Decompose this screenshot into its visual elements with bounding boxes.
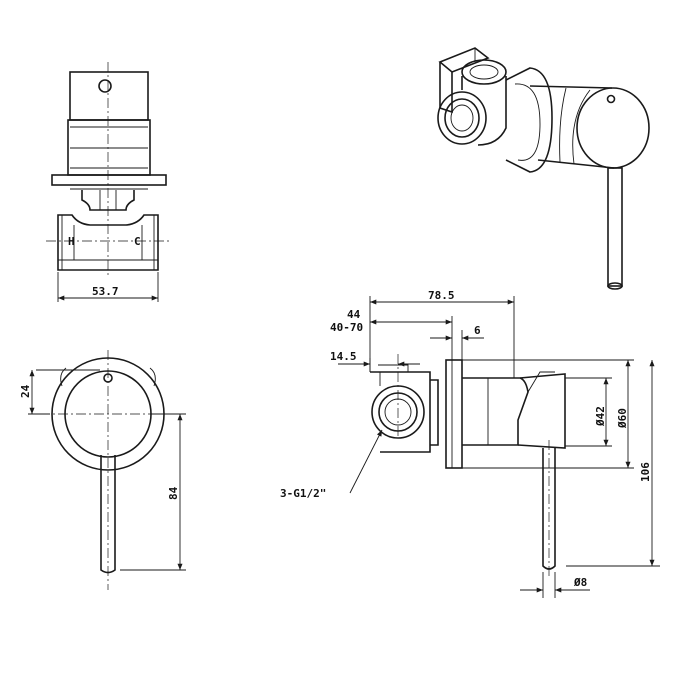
lever-diameter-dimension: Ø8 [573,576,587,589]
thread-callout: 3-G1/2" [280,487,326,500]
lever-length-dimension: 84 [167,486,180,500]
offset-dimension: 24 [19,384,32,398]
body-depth-dimension: 44 [347,308,361,321]
top-view: H C 53.7 [46,62,170,302]
isometric-view [437,47,650,290]
front-view: 24 84 [19,350,186,590]
flange-gap-dimension: 6 [474,324,481,337]
inner-diameter-dimension: Ø42 [594,406,607,427]
outer-diameter-dimension: Ø60 [616,408,629,429]
depth-range-dimension: 40-70 [330,321,363,334]
inlet-offset-dimension: 14.5 [330,350,357,363]
side-view: 78.5 44 40-70 6 14.5 3-G1/2" Ø42 Ø60 106 [280,289,660,598]
total-height-dimension: 106 [639,462,652,482]
width-dimension: 53.7 [92,285,119,298]
hot-label: H [68,235,75,248]
total-depth-dimension: 78.5 [428,289,455,302]
cold-label: C [134,235,141,248]
